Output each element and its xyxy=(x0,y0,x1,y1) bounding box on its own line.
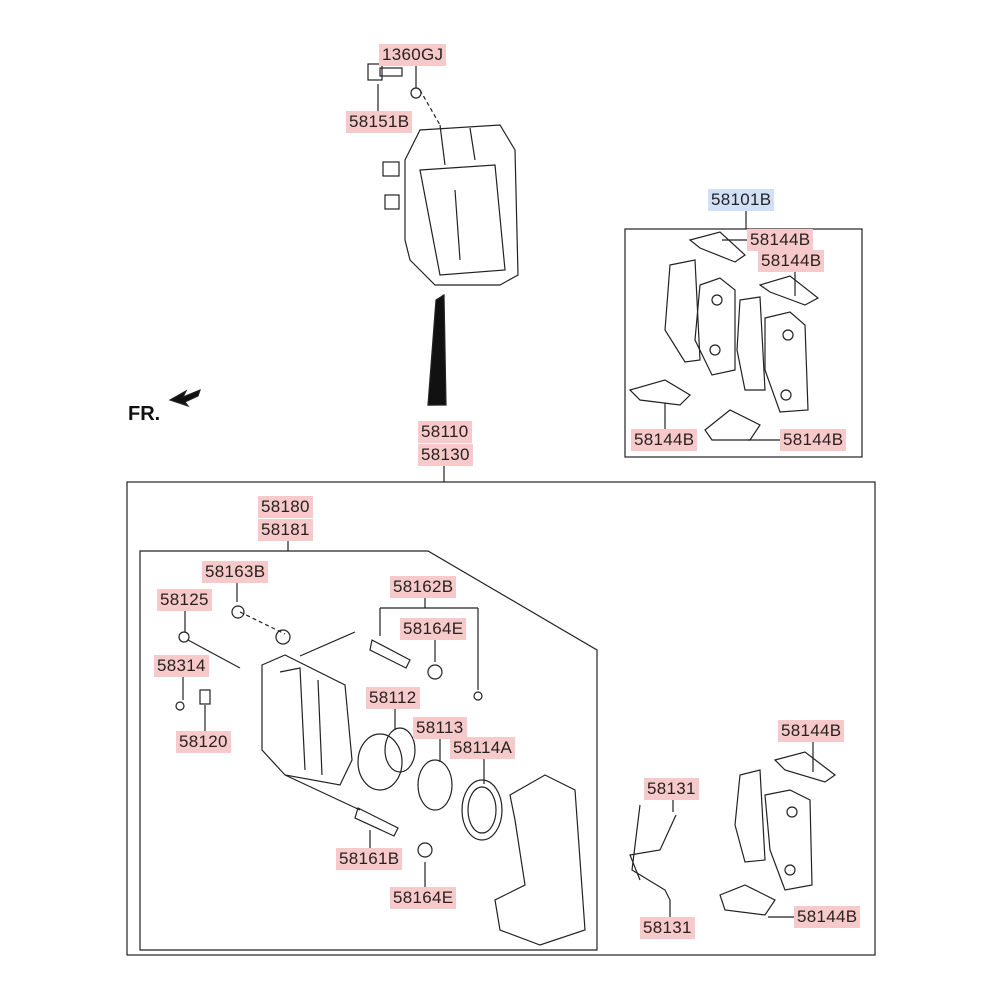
part-label-58163b[interactable]: 58163B xyxy=(202,561,269,583)
part-label-58110[interactable]: 58110 xyxy=(418,421,472,443)
front-direction-label: FR. xyxy=(128,403,161,425)
part-label-58164e[interactable]: 58164E xyxy=(400,618,467,640)
part-label-58114a[interactable]: 58114A xyxy=(450,737,516,759)
part-label-58130[interactable]: 58130 xyxy=(418,444,473,466)
part-label-58112[interactable]: 58112 xyxy=(366,687,420,709)
front-direction-arrow xyxy=(168,388,201,408)
part-label-58180[interactable]: 58180 xyxy=(258,496,313,518)
part-label-58144b[interactable]: 58144B xyxy=(780,429,847,451)
caliper-assembly-box xyxy=(126,481,876,956)
part-label-58120[interactable]: 58120 xyxy=(176,731,231,753)
part-label-58164e[interactable]: 58164E xyxy=(390,887,457,909)
part-label-58161b[interactable]: 58161B xyxy=(336,848,403,870)
part-label-58162b[interactable]: 58162B xyxy=(390,576,457,598)
part-label-58151b[interactable]: 58151B xyxy=(346,111,413,133)
part-label-58144b[interactable]: 58144B xyxy=(794,906,861,928)
pad-kit-box xyxy=(624,228,863,458)
bolt-drawing xyxy=(367,63,422,99)
part-label-58125[interactable]: 58125 xyxy=(157,589,212,611)
leader-lines xyxy=(182,66,814,918)
brake-pads-drawing xyxy=(719,751,837,916)
part-label-58131[interactable]: 58131 xyxy=(644,778,699,800)
part-label-58144b[interactable]: 58144B xyxy=(747,229,814,251)
part-label-58131[interactable]: 58131 xyxy=(640,917,695,939)
housing-box xyxy=(139,550,598,951)
part-label-58314[interactable]: 58314 xyxy=(154,655,209,677)
part-label-58101b[interactable]: 58101B xyxy=(708,189,775,211)
anti-rattle-springs-drawing xyxy=(629,804,677,901)
part-label-1360gj[interactable]: 1360GJ xyxy=(379,44,447,66)
caliper-assembly-drawing xyxy=(382,124,519,406)
part-label-58144b[interactable]: 58144B xyxy=(778,720,845,742)
part-label-58181[interactable]: 58181 xyxy=(258,519,313,541)
part-label-58144b[interactable]: 58144B xyxy=(631,429,698,451)
part-label-58113[interactable]: 58113 xyxy=(413,717,467,739)
caliper-exploded-drawing xyxy=(175,605,586,946)
part-label-58144b[interactable]: 58144B xyxy=(758,250,825,272)
brake-pads-kit-drawing xyxy=(628,231,820,441)
